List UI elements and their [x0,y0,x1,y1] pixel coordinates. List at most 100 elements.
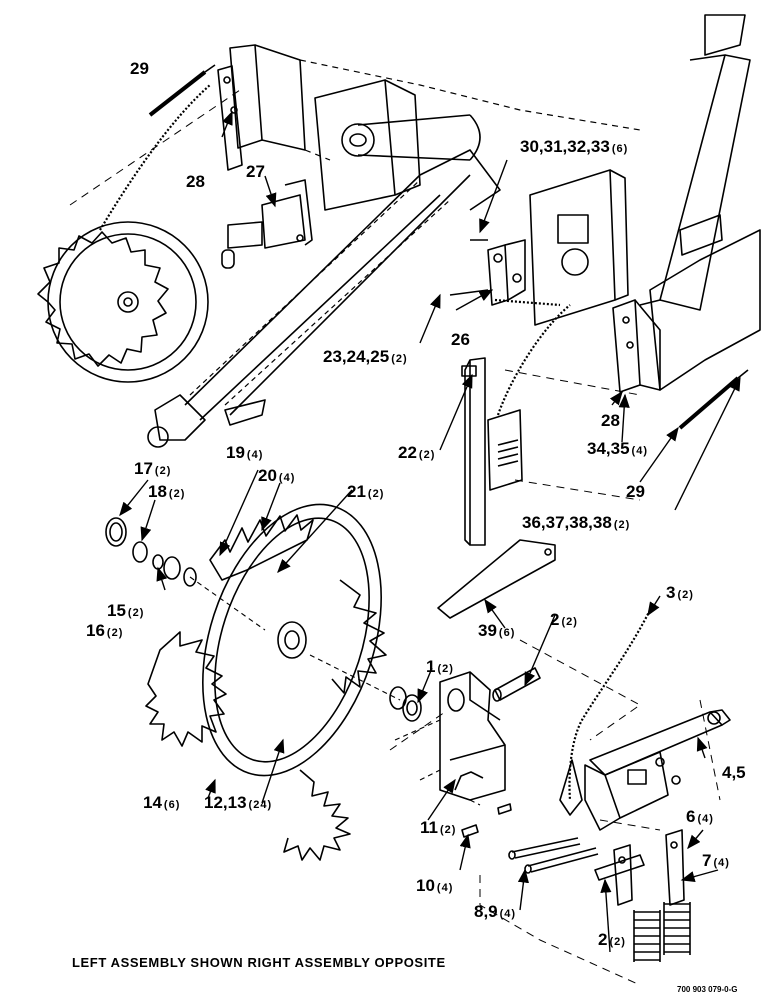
plate-39 [437,539,556,619]
callout-quantity: (4) [437,882,453,894]
pin-10 [461,803,512,838]
callout-c89: 8,9(4) [474,902,516,921]
spring-29-upper [148,64,216,117]
callout-quantity: (6) [499,627,515,639]
callout-number: 8,9 [474,902,498,921]
springs-7 [633,902,691,962]
callout-quantity: (2) [128,607,144,619]
callout-c10: 10(4) [416,876,453,895]
bolts-8-9 [508,837,599,874]
callout-number: 18 [148,482,167,501]
callout-number: 34,35 [587,439,630,458]
callout-c7: 7(4) [702,851,730,870]
callout-number: 4,5 [722,763,746,782]
callout-number: 12,13 [204,793,247,812]
callout-number: 17 [134,459,153,478]
spring-29-lower [678,369,749,430]
callout-number: 2 [598,930,607,949]
bracket-28-left [217,65,243,171]
callout-quantity: (2) [368,488,384,500]
callout-quantity: (4) [247,449,263,461]
callout-c11: 11(2) [420,818,456,837]
callout-c23: 23,24,25(2) [323,347,408,366]
callout-c29a: 29 [130,59,149,78]
callout-c14: 14(6) [143,793,180,812]
callout-number: 3 [666,583,675,602]
leader-lines [119,110,741,953]
hub-bearing [309,654,422,722]
callout-number: 29 [626,482,645,501]
pin-2-lower [594,854,645,881]
bracket-28-right [612,299,661,393]
callout-number: 30,31,32,33 [520,137,610,156]
callout-c28a: 28 [186,172,205,191]
callout-c19: 19(4) [226,443,263,462]
callout-quantity: (4) [713,857,729,869]
callout-c18: 18(2) [148,482,185,501]
callout-number: 15 [107,601,126,620]
callout-labels: 29282730,31,32,33(6)2623,24,25(2)22(2)28… [86,59,746,949]
callout-number: 10 [416,876,435,895]
callout-quantity: (6) [164,799,180,811]
callout-number: 26 [451,330,470,349]
callout-number: 28 [186,172,205,191]
callout-number: 2 [550,610,559,629]
callout-c17: 17(2) [134,459,171,478]
callout-quantity: (2) [169,488,185,500]
callout-number: 1 [426,657,435,676]
idler-assembly-22 [461,357,523,546]
upper-left-sprocket [37,221,209,383]
callout-quantity: (2) [437,663,453,675]
bracket-26 [449,239,526,306]
callout-number: 28 [601,411,620,430]
callout-c39: 39(6) [478,621,515,640]
callout-number: 16 [86,621,105,640]
callout-quantity: (2) [155,465,171,477]
callout-number: 19 [226,443,245,462]
callout-quantity: (2) [440,824,456,836]
callout-quantity: (2) [107,627,123,639]
sprocket-segments-14 [145,514,387,861]
callout-c15: 15(2) [107,601,144,620]
guide-lines [69,89,721,986]
callout-number: 39 [478,621,497,640]
main-frame [147,14,761,448]
callout-quantity: (2) [614,519,630,531]
callout-c29b: 29 [626,482,645,501]
callout-quantity: (4) [500,908,516,920]
callout-number: 22 [398,443,417,462]
callout-quantity: (2) [677,589,693,601]
callout-c16: 16(2) [86,621,123,640]
callout-quantity: (6) [612,143,628,155]
callout-c3: 3(2) [666,583,694,602]
callout-number: 23,24,25 [323,347,389,366]
callout-quantity: (24) [249,799,273,811]
assembly-caption: LEFT ASSEMBLY SHOWN RIGHT ASSEMBLY OPPOS… [72,955,446,970]
callout-c30: 30,31,32,33(6) [520,137,628,156]
callout-quantity: (2) [419,449,435,461]
callout-quantity: (2) [609,936,625,948]
spring-brackets-6 [613,829,685,906]
pivot-bracket-11 [394,671,506,806]
pin-2-upper [492,667,541,702]
callout-c2a: 2(2) [550,610,578,629]
callout-c21: 21(2) [347,482,384,501]
callout-quantity: (4) [697,813,713,825]
callout-c22: 22(2) [398,443,435,462]
arm-4-5 [584,709,731,831]
callout-number: 14 [143,793,162,812]
callout-c36: 36,37,38,38(2) [522,513,630,532]
callout-number: 7 [702,851,711,870]
callout-number: 21 [347,482,366,501]
callout-number: 6 [686,807,695,826]
callout-c34: 34,35(4) [587,439,648,458]
callout-quantity: (4) [279,472,295,484]
callout-number: 20 [258,466,277,485]
callout-number: 27 [246,162,265,181]
bracket-27 [221,179,313,269]
callout-quantity: (2) [391,353,407,365]
callout-c20: 20(4) [258,466,295,485]
callout-c12: 12,13(24) [204,793,272,812]
callout-c26: 26 [451,330,470,349]
